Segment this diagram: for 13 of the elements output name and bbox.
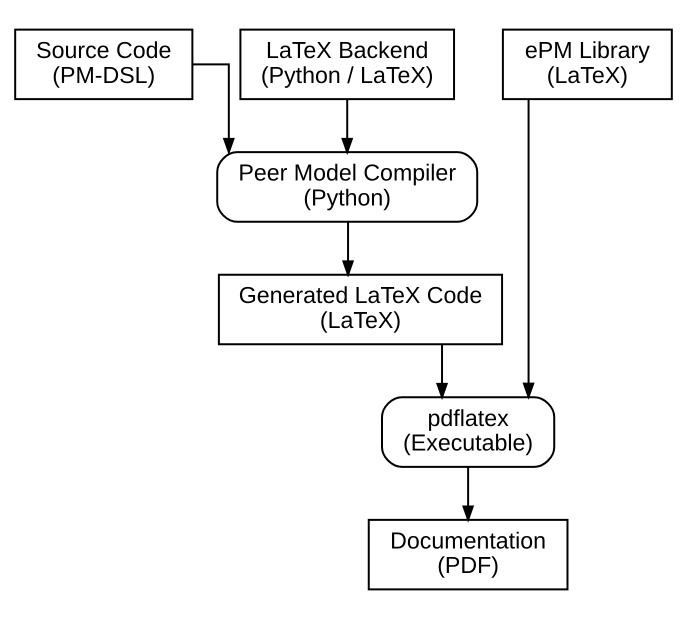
node-box: ePM Library (LaTeX) — [502, 28, 673, 100]
node-box: Documentation (PDF) — [368, 518, 568, 590]
arrow — [342, 221, 354, 278]
node-box: Peer Model Compiler (Python) — [216, 150, 478, 222]
node-box: LaTeX Backend (Python / LaTeX) — [239, 28, 456, 100]
node-box: Generated LaTeX Code (LaTeX) — [218, 273, 504, 345]
arrow — [436, 344, 448, 400]
arrow — [462, 466, 474, 522]
node-box: pdflatex (Executable) — [381, 396, 556, 468]
arrow — [192, 62, 235, 155]
arrow — [341, 98, 354, 155]
arrow — [522, 99, 535, 400]
node-box: Source Code (PM-DSL) — [14, 28, 194, 100]
